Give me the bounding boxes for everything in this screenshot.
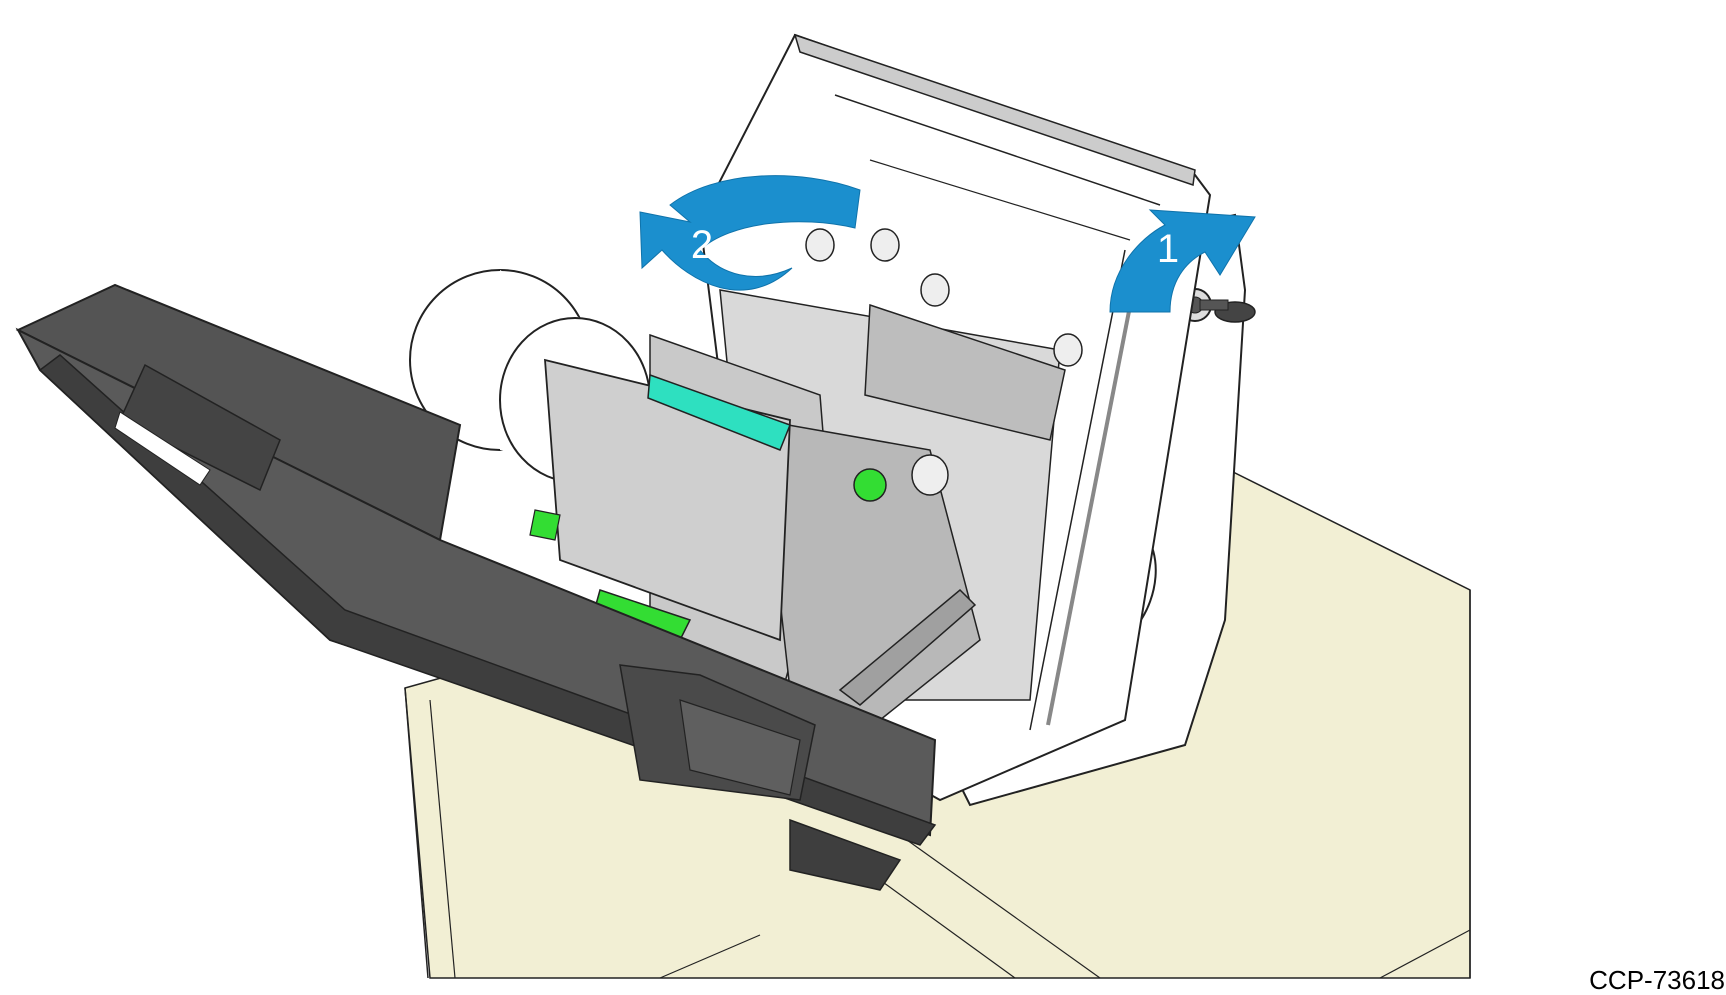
support-arm (838, 588, 977, 706)
cover-right-edge (1029, 249, 1126, 731)
green-knob (853, 468, 887, 502)
cover-top-rail (793, 33, 1196, 187)
card-reader-face (679, 699, 801, 796)
roller-top-3 (920, 273, 950, 307)
bezel-bottom-edge (38, 354, 937, 846)
cover-inner-rail-2 (869, 159, 1131, 241)
table-edge-left-inner (429, 699, 456, 979)
cover-right-edge-2 (1046, 254, 1142, 726)
curved-arrow-icon (1109, 209, 1256, 313)
card-slot-opening (114, 411, 211, 486)
roller-top-2 (870, 228, 900, 262)
step-2-label: 2 (691, 223, 713, 267)
roller-mid (911, 454, 949, 496)
green-rail (529, 509, 561, 541)
step-2-curved-arrow: 2 (639, 175, 861, 291)
card-slot (119, 363, 281, 492)
figure-id-label: CCP-73618 (1589, 965, 1725, 995)
roller-side (1053, 333, 1083, 367)
curved-arrow-icon (639, 175, 861, 291)
circuit-board (864, 303, 1066, 441)
roller-top-1 (805, 228, 835, 262)
step-1-curved-arrow: 1 (1109, 209, 1256, 313)
table-corner-line (1379, 929, 1471, 979)
teal-latch (647, 373, 791, 451)
table-base-line (659, 934, 761, 979)
bezel-foot (789, 818, 902, 891)
table-edge-left (404, 687, 429, 979)
front-bezel (15, 283, 937, 891)
cover-inner-rail (834, 94, 1161, 206)
step-1-label: 1 (1157, 227, 1179, 271)
print-head-carriage (529, 358, 791, 642)
table-fold-line-2 (879, 879, 1016, 979)
table-fold-line (899, 834, 1101, 979)
